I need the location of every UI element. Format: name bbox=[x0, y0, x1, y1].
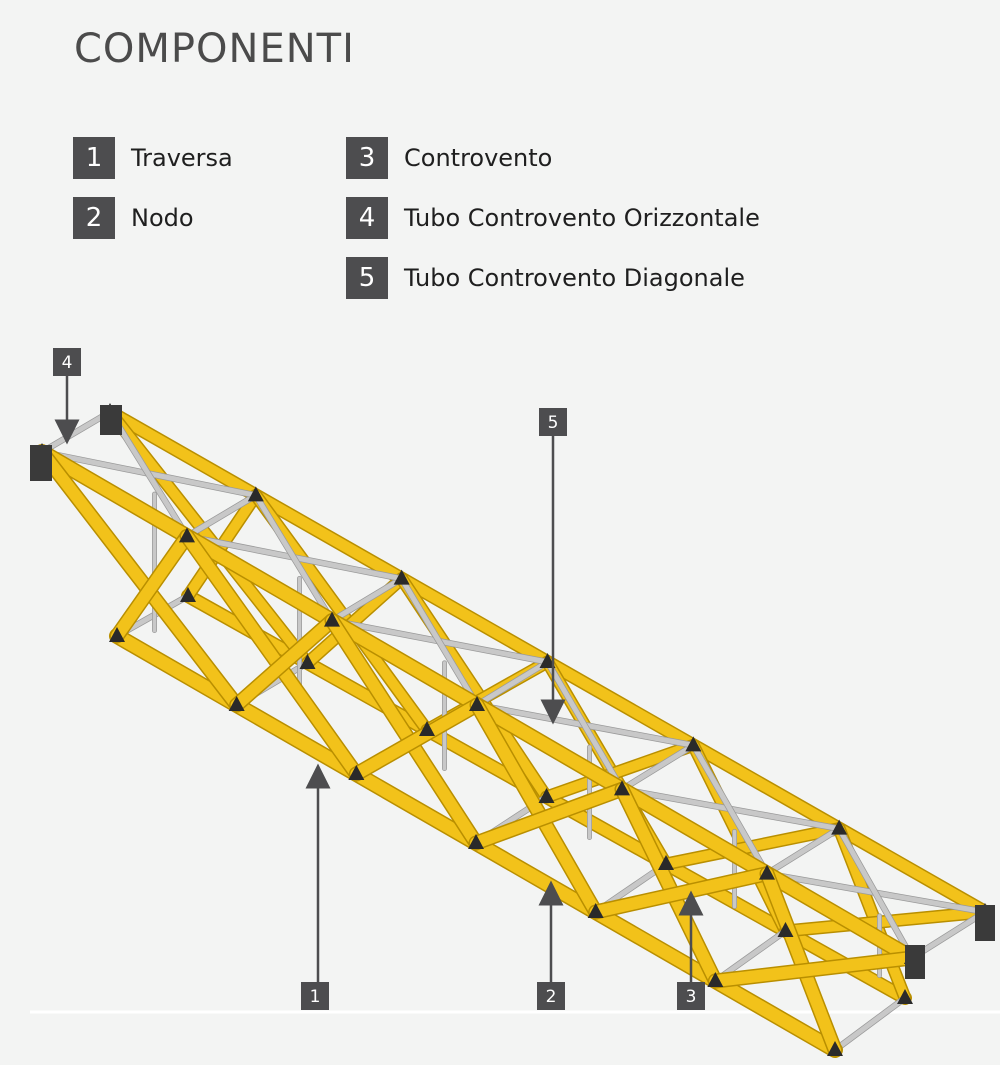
end-plate bbox=[30, 445, 52, 481]
back-diagonal bbox=[302, 573, 407, 668]
back-bottom-node bbox=[777, 922, 794, 937]
back-bottom-node bbox=[538, 788, 555, 803]
horizontal-brace-tube bbox=[329, 576, 405, 624]
legend-item-5: 5 Tubo Controvento Diagonale bbox=[346, 256, 745, 300]
end-plate bbox=[100, 405, 122, 435]
legend-badge: 1 bbox=[73, 137, 115, 179]
callout-badge-label: 1 bbox=[310, 987, 321, 1007]
front-diagonal bbox=[709, 952, 918, 987]
bottom-brace-tube bbox=[832, 995, 908, 1053]
back-diagonal bbox=[834, 823, 910, 1003]
back-bottom-node bbox=[658, 855, 674, 870]
horizontal-brace-tube bbox=[184, 492, 259, 539]
diagonal-brace-tube bbox=[836, 826, 915, 961]
horizontal-brace-tube bbox=[474, 659, 550, 708]
truss-nodes bbox=[30, 403, 995, 1056]
legend-item-3: 3 Controvento bbox=[346, 136, 552, 180]
front-diagonal bbox=[350, 699, 483, 780]
back-diagonal bbox=[780, 907, 990, 936]
horizontal-brace-tube bbox=[764, 826, 842, 877]
callout-badge-label: 4 bbox=[62, 353, 73, 373]
callout-badge bbox=[301, 982, 329, 1010]
back-diagonal bbox=[541, 740, 699, 802]
back-bottom-node bbox=[180, 587, 196, 602]
diagonal-brace-tube bbox=[545, 659, 625, 792]
legend-label: Controvento bbox=[404, 144, 553, 172]
front-top-node bbox=[614, 780, 630, 796]
front-top-node bbox=[179, 527, 195, 543]
legend-item-1: 1 Traversa bbox=[73, 136, 233, 180]
horizontal-brace-tube bbox=[619, 742, 696, 792]
front-top-node bbox=[469, 696, 485, 711]
end-plate bbox=[905, 945, 925, 979]
back-bottom-node bbox=[299, 654, 316, 669]
callouts: 1 2 3 4 5 bbox=[53, 348, 705, 1010]
callout-badge bbox=[539, 408, 567, 436]
front-bottom-node bbox=[587, 903, 604, 918]
callout-badge-label: 3 bbox=[686, 987, 697, 1007]
callout-badge bbox=[677, 982, 705, 1010]
diagonal-brace-tube bbox=[399, 576, 480, 708]
front-diagonal bbox=[326, 614, 482, 849]
front-bottom-node bbox=[707, 972, 724, 987]
diagonal-brace-tube bbox=[253, 492, 335, 624]
callout-badge-label: 5 bbox=[548, 413, 559, 433]
back-top-node bbox=[831, 819, 848, 835]
legend-badge: 4 bbox=[346, 197, 388, 239]
front-bottom-node bbox=[228, 696, 245, 711]
back-bottom-node bbox=[419, 721, 435, 736]
legend-badge: 3 bbox=[346, 137, 388, 179]
front-diagonal bbox=[36, 446, 243, 711]
legend-item-4: 4 Tubo Controvento Orizzontale bbox=[346, 196, 760, 240]
front-diagonal bbox=[230, 614, 338, 711]
front-diagonal bbox=[616, 783, 722, 987]
legend-label: Tubo Controvento Orizzontale bbox=[404, 204, 760, 232]
front-diagonal bbox=[470, 783, 628, 849]
callout-badge bbox=[53, 348, 81, 376]
diagonal-brace-tube bbox=[107, 409, 190, 539]
front-diagonal bbox=[111, 530, 193, 642]
front-top-node bbox=[324, 611, 340, 627]
back-bottom-node bbox=[897, 989, 913, 1004]
end-plate bbox=[975, 905, 995, 941]
front-top-node bbox=[759, 864, 775, 880]
legend-badge: 5 bbox=[346, 257, 388, 299]
page-title: COMPONENTI bbox=[74, 26, 355, 72]
front-bottom-node bbox=[109, 627, 125, 642]
callout-badge-label: 2 bbox=[546, 987, 557, 1007]
legend-item-2: 2 Nodo bbox=[73, 196, 194, 240]
back-top-node bbox=[393, 569, 410, 585]
front-diagonal bbox=[761, 867, 841, 1056]
front-diagonal bbox=[181, 530, 363, 780]
back-top-node bbox=[685, 736, 702, 752]
diagonal-brace-tube bbox=[690, 742, 770, 877]
front-bottom-node bbox=[827, 1041, 843, 1056]
back-top-node bbox=[247, 486, 264, 502]
front-bottom-node bbox=[348, 765, 365, 780]
legend-badge: 2 bbox=[73, 197, 115, 239]
legend-label: Nodo bbox=[131, 204, 194, 232]
legend-label: Traversa bbox=[131, 144, 233, 172]
back-top-node bbox=[539, 653, 556, 668]
front-diagonal bbox=[471, 699, 602, 918]
legend-label: Tubo Controvento Diagonale bbox=[404, 264, 745, 292]
front-bottom-node bbox=[468, 834, 484, 849]
horizontal-brace-tube bbox=[39, 409, 113, 455]
callout-badge bbox=[537, 982, 565, 1010]
